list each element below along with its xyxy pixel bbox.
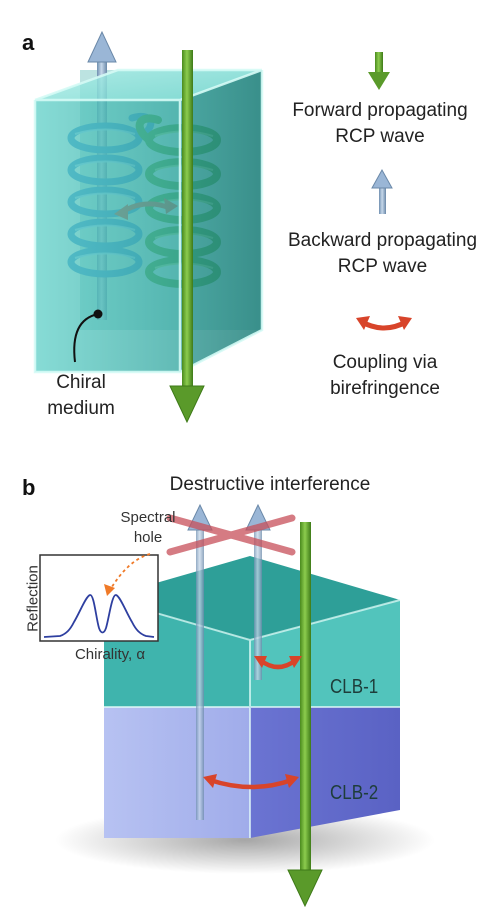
spectral-hole-label: Spectral hole [108,508,188,548]
forward-wave-shaft [182,50,193,390]
legend-forward-shaft [375,52,383,74]
legend-coupling-line1: Coupling via [332,352,438,373]
inset-xlabel: Chirality, α [74,646,146,663]
panel-a-label: a [22,30,35,55]
clb2-label: CLB-2 [330,782,379,804]
legend-forward-text: Forward propagating RCP wave [275,98,485,150]
panel-b-label: b [22,475,36,500]
forward-wave-head [169,385,205,424]
clb2-side-face [250,707,400,838]
callout-line [73,313,99,363]
spectral-hole-line2: hole [133,529,163,546]
backward-wave-head [87,30,117,63]
legend-backward-line2: RCP wave [337,256,428,277]
panel-b-title: Destructive interference [169,474,371,495]
reflection-curve [43,594,155,638]
inset-ylabel: Reflection [24,565,42,632]
legend-backward-text: Backward propagating RCP wave [270,228,495,280]
legend-forward-line2: RCP wave [335,126,425,147]
chiral-medium-callout: Chiral medium [36,370,126,422]
backward-wave-1-shaft [196,520,204,820]
forward-wave-b-shaft [300,522,311,874]
forward-wave-b-head [287,869,323,908]
callout-line2: medium [47,398,115,419]
panel-a-illustration [33,30,264,424]
cube-side-face [180,70,262,372]
clb1-label: CLB-1 [330,676,379,698]
panel-b-illustration [55,503,435,908]
cube-top-face [35,70,262,100]
legend-backward-head [371,168,393,189]
clb2-front-face [104,707,250,838]
coupling-arrow-b2 [209,777,293,790]
legend-coupling-arrow [360,319,408,331]
legend-backward-line1: Backward propagating [287,230,478,251]
clb1-side-face [250,600,400,707]
destructive-cross-icon [166,514,296,556]
legend-coupling-text: Coupling via birefringence [295,350,475,402]
callout-line1: Chiral [56,372,106,393]
legend-coupling-line2: birefringence [330,378,440,399]
legend-backward-shaft [379,184,386,214]
spectral-hole-pointer [109,553,151,591]
legend-icons [356,52,412,331]
reflection-inset-plot [39,553,159,642]
legend-forward-line1: Forward propagating [292,100,468,121]
spectral-hole-line1: Spectral [120,509,176,526]
cube-front-face [35,100,180,372]
backward-wave-2-shaft [254,520,262,680]
legend-forward-head [368,72,390,90]
